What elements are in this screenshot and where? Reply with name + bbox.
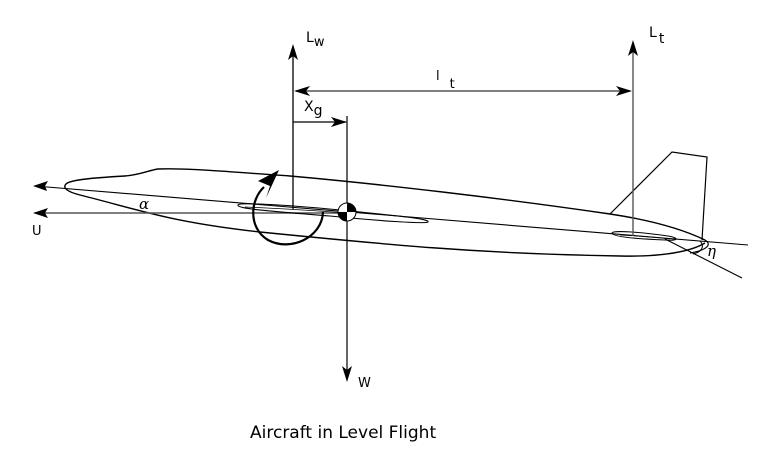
main-wing-chord: [244, 206, 346, 214]
diagram-caption: Aircraft in Level Flight: [250, 423, 436, 443]
body-axis-arrowhead: [33, 181, 48, 191]
wing-lift-label: Lw: [306, 30, 325, 50]
wing-lift-arrowhead: [288, 44, 298, 60]
cg-offset-arrowhead: [331, 117, 347, 127]
tail-arm-right-arrowhead: [616, 86, 632, 96]
pitching-moment-arrowhead: [258, 170, 279, 198]
angle-of-attack-label: α: [139, 195, 149, 213]
elevator-angle-arc: [692, 240, 703, 255]
tail-lift-arrowhead: [628, 40, 638, 56]
tailplane-chord: [619, 234, 671, 240]
velocity-label: U: [32, 224, 42, 239]
tailplane: [611, 231, 677, 241]
cg-offset-label: Xg: [304, 99, 322, 119]
tail-arm-label: lt: [436, 69, 455, 92]
elevator-angle-label: η: [707, 242, 716, 260]
weight-label: W: [358, 376, 371, 391]
tail-arm-left-arrowhead: [294, 86, 310, 96]
cg-symbol-icon: [337, 202, 357, 222]
velocity-arrowhead: [33, 208, 48, 218]
vertical-fin: [609, 151, 708, 241]
pitching-moment-arc: [252, 186, 325, 246]
elevator-line: [664, 238, 743, 279]
weight-arrowhead: [342, 366, 352, 382]
